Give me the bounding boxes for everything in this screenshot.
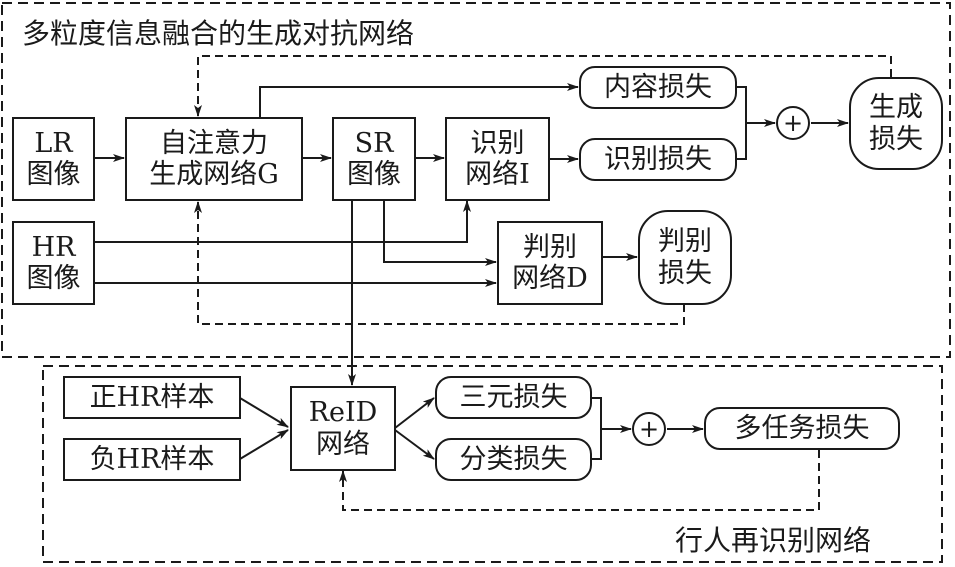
arrow-negative-to-reid	[239, 429, 289, 460]
positive-samples-node[interactable]: 正HR样本	[63, 376, 241, 419]
sr-image-line1: SR	[354, 127, 394, 159]
arrow-reid-to-triplet	[394, 397, 435, 429]
reid-line1: ReID	[308, 397, 378, 429]
recognition-line2: 网络I	[465, 159, 530, 190]
plus-icon: +	[782, 109, 804, 137]
lr-image-node[interactable]: LR 图像	[12, 117, 95, 201]
hr-image-line1: HR	[31, 231, 76, 263]
content-loss-label: 内容损失	[604, 71, 712, 103]
classification-loss-node[interactable]: 分类损失	[435, 438, 592, 481]
recognition-loss-node[interactable]: 识别损失	[579, 138, 737, 181]
arrow-generator-to-content-loss	[259, 83, 579, 117]
gan-section-title: 多粒度信息融合的生成对抗网络	[22, 17, 415, 50]
classification-loss-label: 分类损失	[459, 443, 568, 475]
generator-line1: 自注意力	[160, 127, 268, 159]
multitask-loss-label: 多任务损失	[734, 412, 870, 444]
content-loss-node[interactable]: 内容损失	[579, 66, 737, 109]
hr-image-node[interactable]: HR 图像	[12, 221, 95, 305]
arrow-sr-to-discriminator	[383, 201, 497, 266]
negative-samples-label: 负HR样本	[89, 443, 215, 475]
gan-section-frame	[1, 2, 951, 358]
merge-reid-losses	[591, 397, 602, 460]
sr-image-node[interactable]: SR 图像	[332, 117, 416, 201]
triplet-loss-label: 三元损失	[459, 381, 568, 413]
multitask-loss-node[interactable]: 多任务损失	[704, 407, 900, 450]
discriminator-line2: 网络D	[512, 263, 588, 294]
generation-loss-line1: 生成	[869, 92, 923, 124]
reid-section-frame	[42, 365, 943, 563]
generation-loss-node[interactable]: 生成 损失	[849, 77, 943, 170]
feedback-multitask-to-reid	[339, 450, 820, 511]
recognition-loss-label: 识别损失	[604, 143, 712, 175]
plus-icon: +	[638, 415, 660, 443]
negative-samples-node[interactable]: 负HR样本	[63, 438, 241, 481]
gan-sum-node: +	[776, 106, 810, 140]
lr-image-line2: 图像	[26, 159, 81, 190]
discrimination-loss-node[interactable]: 判别 损失	[638, 210, 732, 305]
reid-section-title: 行人再识别网络	[675, 524, 872, 557]
feedback-discrimination-loss-to-generator	[194, 201, 685, 325]
hr-image-line2: 图像	[26, 263, 81, 294]
arrow-positive-to-reid	[239, 397, 289, 428]
sr-image-line2: 图像	[347, 159, 401, 190]
reid-line2: 网络	[316, 428, 370, 460]
discrimination-loss-line2: 损失	[658, 257, 712, 289]
discrimination-loss-line1: 判别	[658, 226, 712, 258]
discriminator-line1: 判别	[523, 231, 577, 263]
arrow-reid-to-classification	[394, 429, 435, 460]
generator-node[interactable]: 自注意力 生成网络G	[125, 117, 303, 201]
merge-content-loss	[736, 86, 747, 160]
reid-sum-node: +	[632, 412, 666, 446]
triplet-loss-node[interactable]: 三元损失	[435, 376, 592, 419]
generation-loss-line2: 损失	[869, 123, 923, 155]
positive-samples-label: 正HR样本	[89, 381, 215, 413]
recognition-network-node[interactable]: 识别 网络I	[445, 117, 550, 201]
discriminator-node[interactable]: 判别 网络D	[497, 221, 603, 305]
arrow-hr-to-recognition	[94, 200, 471, 243]
generator-line2: 生成网络G	[149, 159, 279, 190]
feedback-generation-loss-to-generator	[194, 55, 892, 117]
lr-image-line1: LR	[34, 127, 73, 159]
recognition-line1: 识别	[470, 127, 525, 159]
reid-network-node[interactable]: ReID 网络	[290, 386, 396, 471]
